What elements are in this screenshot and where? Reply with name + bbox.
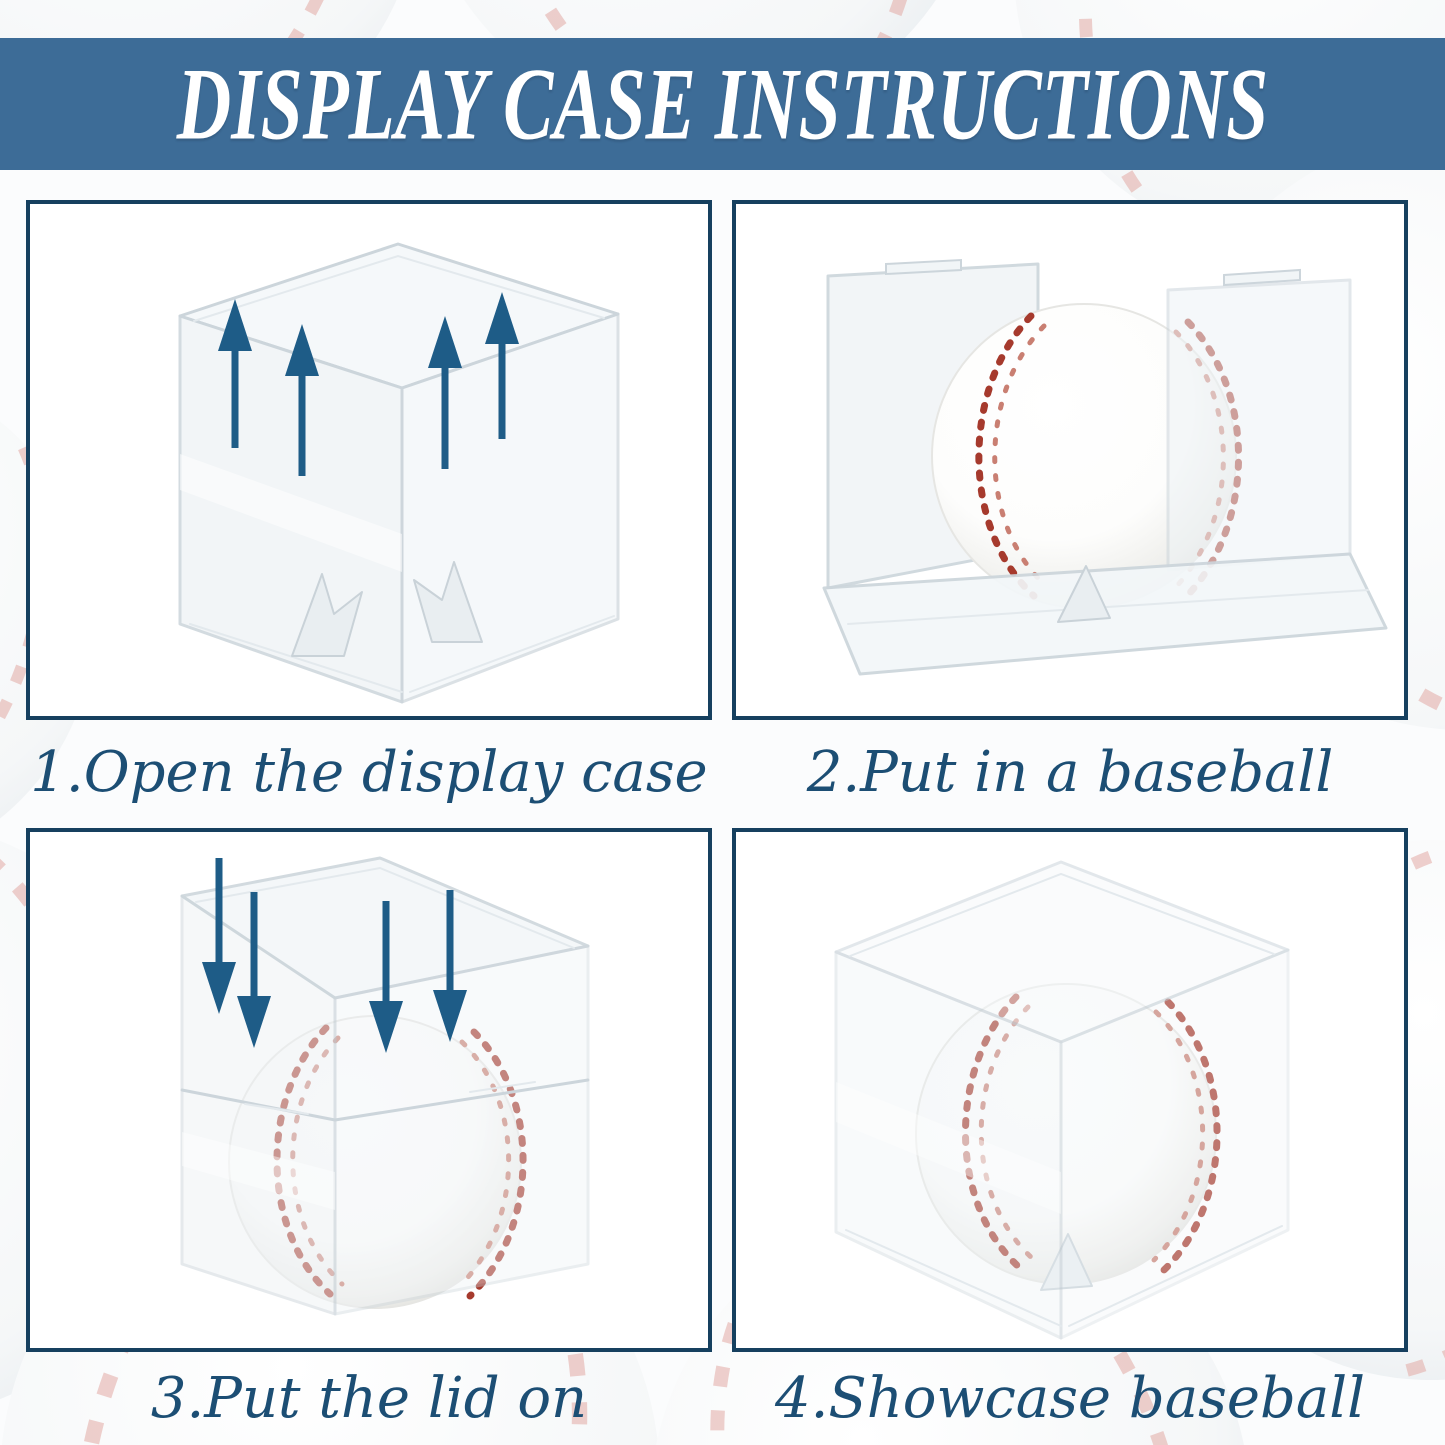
page-title: DISPLAY CASE INSTRUCTIONS: [176, 46, 1269, 162]
step-2-panel: [732, 200, 1408, 720]
step-3-panel: [26, 828, 712, 1352]
down-arrow-icon: [202, 858, 467, 1053]
open-display-case-illustration: [178, 242, 620, 704]
display-case-illustration: [834, 860, 1290, 1340]
put-lid-on-illustration: [180, 856, 590, 1316]
title-banner: DISPLAY CASE INSTRUCTIONS: [0, 38, 1445, 170]
open-case-right-wall: [1166, 268, 1352, 572]
step-3-caption: 3.Put the lid on: [150, 1365, 588, 1431]
step-2-caption: 2.Put in a baseball: [806, 739, 1334, 805]
display-case-illustration: [178, 242, 620, 704]
case-base-tray: [822, 552, 1388, 676]
step-4-caption: 4.Showcase baseball: [774, 1365, 1366, 1431]
ball-stand-clips: [291, 561, 483, 657]
showcase-baseball-illustration: [834, 860, 1290, 1340]
step-1-caption: 1.Open the display case: [30, 739, 708, 805]
step-1-panel: [26, 200, 712, 720]
baseball-illustration: [915, 983, 1221, 1291]
up-arrow-icon: [218, 292, 519, 476]
put-in-baseball-illustration: [822, 258, 1388, 676]
step-4-panel: [732, 828, 1408, 1352]
